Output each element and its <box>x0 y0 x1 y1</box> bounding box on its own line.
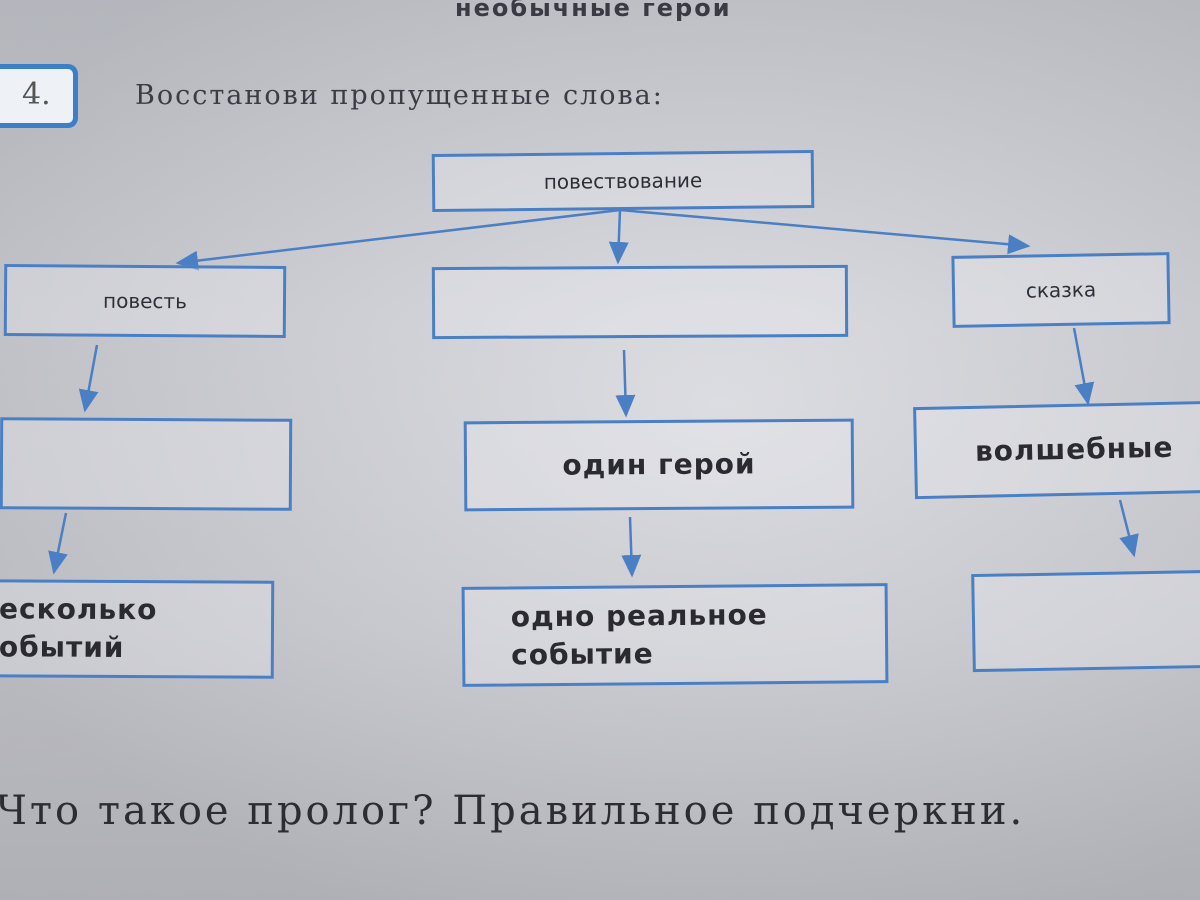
box-mid-level2-label: один герой <box>562 447 756 482</box>
box-root-label: повествование <box>543 168 703 194</box>
arrow-root-to-right <box>619 208 1031 255</box>
box-right-level1: сказка <box>951 252 1171 328</box>
arrow-mid-2-3 <box>621 516 642 578</box>
task-number-badge: 4. <box>0 64 78 128</box>
next-question: Что такое пролог? Правильное подчеркни. <box>0 788 1026 834</box>
box-right-level1-label: сказка <box>1025 277 1097 303</box>
arrow-mid-1-2 <box>615 349 636 418</box>
box-mid-level3-line1: одно реальное <box>510 598 768 634</box>
box-root: повествование <box>431 150 815 212</box>
arrow-left-2-3 <box>48 512 68 575</box>
task-number: 4. <box>22 77 51 112</box>
box-left-level1-label: повесть <box>102 288 188 314</box>
box-left-level1: повесть <box>3 264 287 338</box>
arrow-root-to-left <box>175 208 621 271</box>
box-mid-level1-blank <box>431 264 849 340</box>
arrow-root-to-mid <box>608 209 629 265</box>
box-left-level3: есколько обытий <box>0 579 275 679</box>
box-right-level3-blank <box>971 569 1200 673</box>
box-left-level2-blank <box>0 417 293 511</box>
box-right-level2-label: волшебные <box>974 430 1174 468</box>
box-mid-level2: один герой <box>463 418 855 512</box>
box-mid-level3-line2: событие <box>511 637 654 672</box>
arrow-left-1-2 <box>78 344 99 413</box>
box-left-level3-line1: есколько <box>0 592 158 627</box>
arrow-right-2-3 <box>1118 499 1139 558</box>
task-title: Восстанови пропущенные слова: <box>135 80 664 111</box>
box-mid-level3: одно реальное событие <box>461 583 889 687</box>
previous-task-fragment: необычные герои <box>455 0 732 22</box>
arrow-right-1-2 <box>1072 327 1095 406</box>
box-left-level3-line2: обытий <box>0 630 125 664</box>
box-right-level2: волшебные <box>913 400 1200 500</box>
